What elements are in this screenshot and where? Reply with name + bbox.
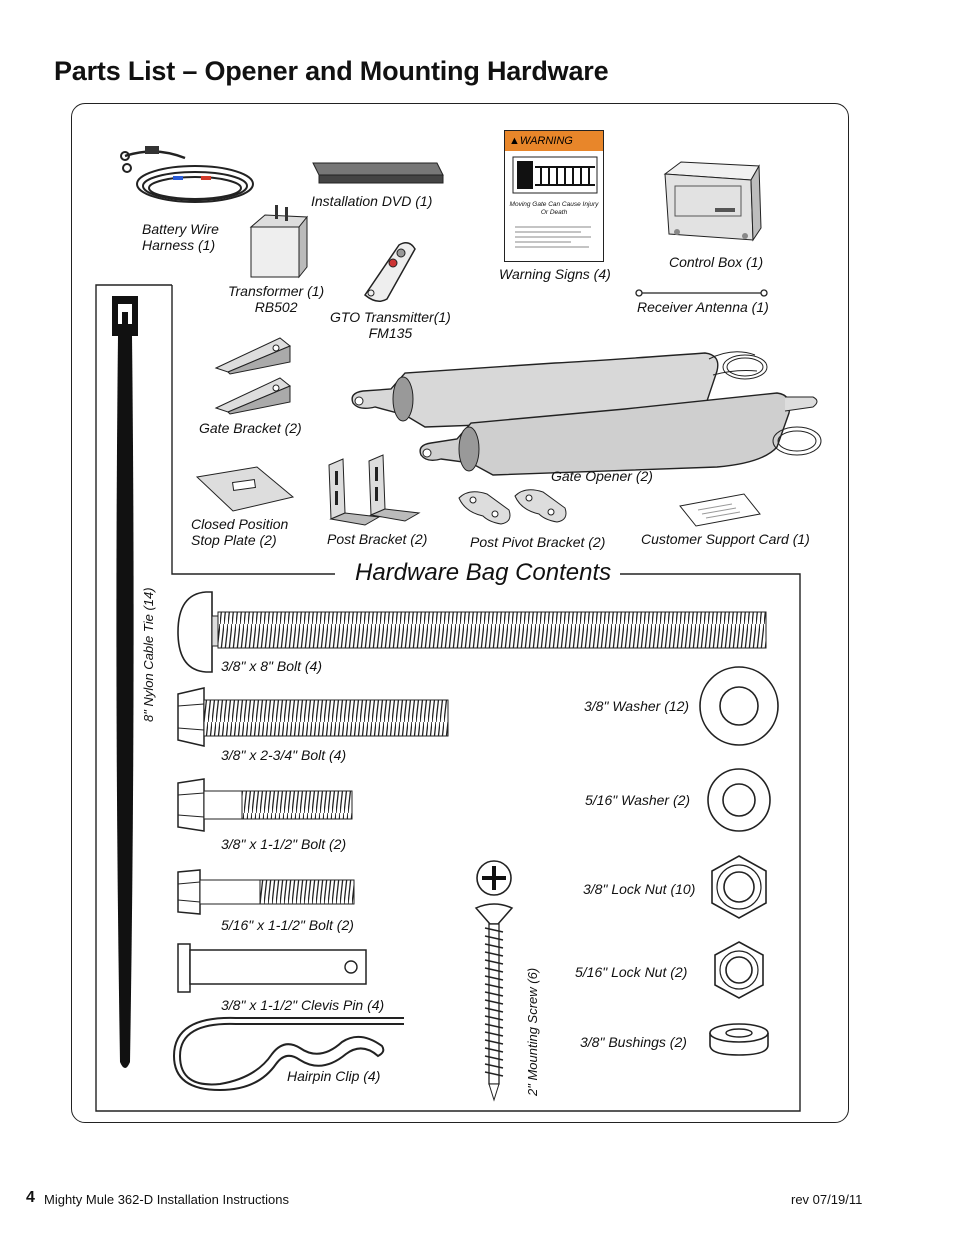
gate-bracket-label: Gate Bracket (2) [199, 420, 302, 436]
footer-revision: rev 07/19/11 [791, 1192, 863, 1207]
bolt-2-3-4-label: 3/8" x 2-3/4" Bolt (4) [221, 747, 347, 763]
receiver-antenna-label: Receiver Antenna (1) [637, 299, 769, 315]
lock-nut-3-8-illustration [711, 855, 767, 919]
post-bracket-label: Post Bracket (2) [327, 531, 428, 547]
nylon-cable-tie-label: 8" Nylon Cable Tie (14) [141, 587, 156, 722]
gate-opener-illustration [351, 351, 822, 476]
gto-transmitter-illustration [363, 242, 416, 302]
page-number: 4 [26, 1189, 35, 1206]
page-title: Parts List – Opener and Mounting Hardwar… [54, 56, 609, 86]
mounting-screw-illustration [474, 860, 514, 1102]
control-box-label: Control Box (1) [669, 254, 764, 270]
battery-wire-harness-illustration [120, 146, 254, 203]
bolt-8-label: 3/8" x 8" Bolt (4) [221, 658, 322, 674]
gate-bracket-illustration [214, 337, 291, 415]
warning-sign-illustration: ▲WARNING Moving Gate Can Cause Injury Or… [504, 130, 604, 262]
warning-sign-caption: Moving Gate Can Cause Injury Or Death [509, 201, 599, 216]
bolt-1-1-2-label: 3/8" x 1-1/2" Bolt (2) [221, 836, 347, 852]
bolt-5-16-illustration [177, 869, 355, 915]
bolt-8-illustration [177, 591, 767, 673]
warning-sign-header-text: WARNING [519, 135, 573, 147]
receiver-antenna-illustration [635, 289, 768, 297]
control-box-illustration [663, 161, 762, 242]
parts-frame [71, 103, 849, 1123]
hairpin-clip-label: Hairpin Clip (4) [287, 1068, 381, 1084]
customer-support-card-illustration [679, 493, 761, 527]
washer-3-8-label: 3/8" Washer (12) [584, 698, 690, 714]
footer-doc-title: Mighty Mule 362-D Installation Instructi… [44, 1192, 289, 1207]
warning-sign-fine-print [515, 226, 591, 248]
lock-nut-5-16-label: 5/16" Lock Nut (2) [575, 964, 688, 980]
gate-opener-label: Gate Opener (2) [551, 468, 653, 484]
warning-triangle-icon: ▲ [509, 135, 520, 147]
installation-dvd-illustration [312, 162, 444, 184]
transformer-label: Transformer (1) RB502 [228, 283, 325, 315]
installation-dvd-label: Installation DVD (1) [311, 193, 433, 209]
bushing-illustration [709, 1023, 769, 1056]
battery-wire-harness-label: Battery Wire Harness (1) [142, 221, 219, 253]
customer-support-card-label: Customer Support Card (1) [641, 531, 810, 547]
bolt-5-16-label: 5/16" x 1-1/2" Bolt (2) [221, 917, 354, 933]
gate-hazard-icon [512, 156, 598, 194]
lock-nut-5-16-illustration [714, 941, 764, 999]
hairpin-clip-illustration [172, 1016, 404, 1092]
lock-nut-3-8-label: 3/8" Lock Nut (10) [583, 881, 696, 897]
mounting-screw-label: 2" Mounting Screw (6) [525, 967, 540, 1096]
bushings-3-8-label: 3/8" Bushings (2) [580, 1034, 687, 1050]
stop-plate-illustration [195, 466, 295, 512]
hardware-bag-heading: Hardware Bag Contents [347, 559, 620, 587]
bolt-1-1-2-illustration [177, 778, 353, 832]
warning-signs-label: Warning Signs (4) [499, 266, 611, 282]
clevis-pin-illustration [177, 943, 367, 993]
transformer-illustration [249, 205, 309, 279]
washer-3-8-illustration [699, 666, 779, 746]
post-pivot-bracket-illustration [458, 489, 567, 525]
gto-transmitter-label: GTO Transmitter(1) FM135 [330, 309, 451, 341]
washer-5-16-label: 5/16" Washer (2) [585, 792, 691, 808]
washer-5-16-illustration [707, 768, 771, 832]
clevis-pin-label: 3/8" x 1-1/2" Clevis Pin (4) [221, 997, 385, 1013]
warning-sign-header: ▲WARNING [505, 131, 603, 151]
stop-plate-label: Closed Position Stop Plate (2) [191, 516, 289, 548]
post-pivot-bracket-label: Post Pivot Bracket (2) [470, 534, 606, 550]
post-bracket-illustration [328, 454, 421, 526]
nylon-cable-tie-illustration [112, 296, 138, 1068]
bolt-2-3-4-illustration [177, 687, 449, 747]
